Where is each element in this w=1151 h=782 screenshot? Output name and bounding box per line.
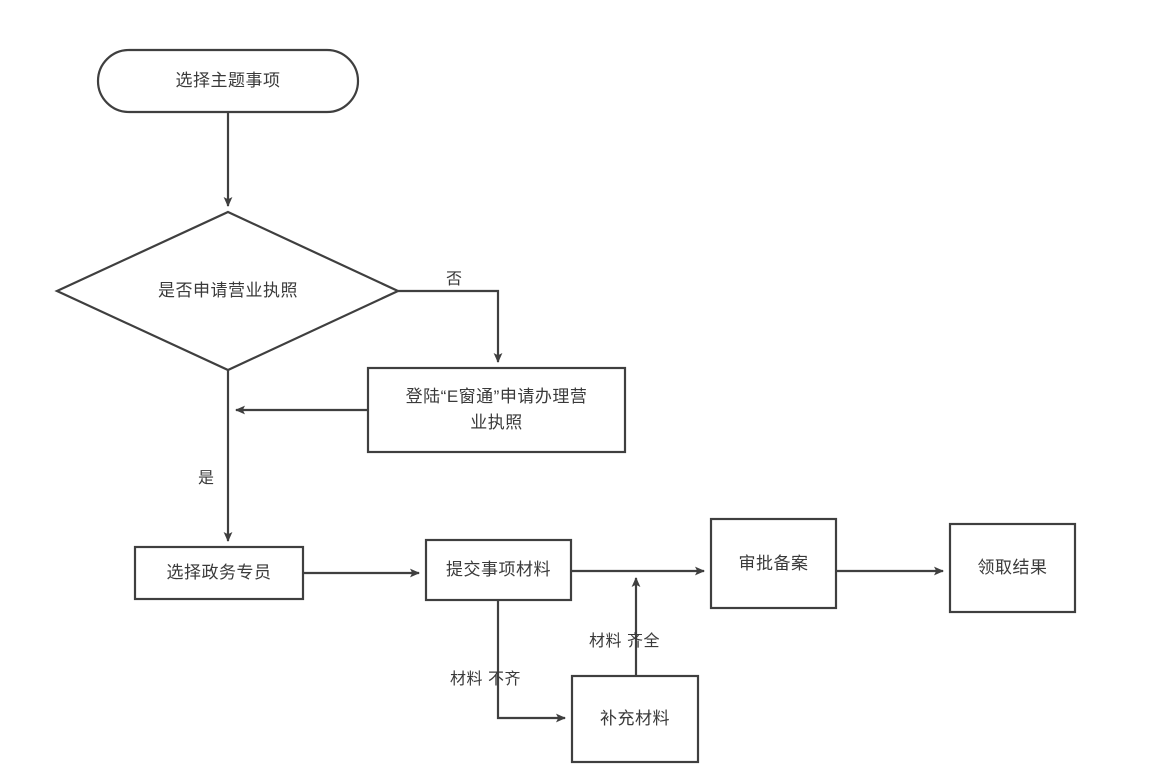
node-shape-submit[interactable]	[424, 538, 573, 602]
node-shape-result[interactable]	[948, 522, 1077, 614]
edge-decision-to-license	[398, 289, 503, 363]
node-shape-decision[interactable]	[54, 210, 401, 372]
node-shape-supplement[interactable]	[570, 674, 700, 764]
node-shape-license[interactable]	[366, 366, 627, 454]
node-shape-start[interactable]	[96, 48, 360, 114]
node-shape-approval[interactable]	[709, 517, 838, 610]
node-shape-officer[interactable]	[133, 545, 305, 601]
edge-submit-to-supplement	[496, 600, 566, 723]
